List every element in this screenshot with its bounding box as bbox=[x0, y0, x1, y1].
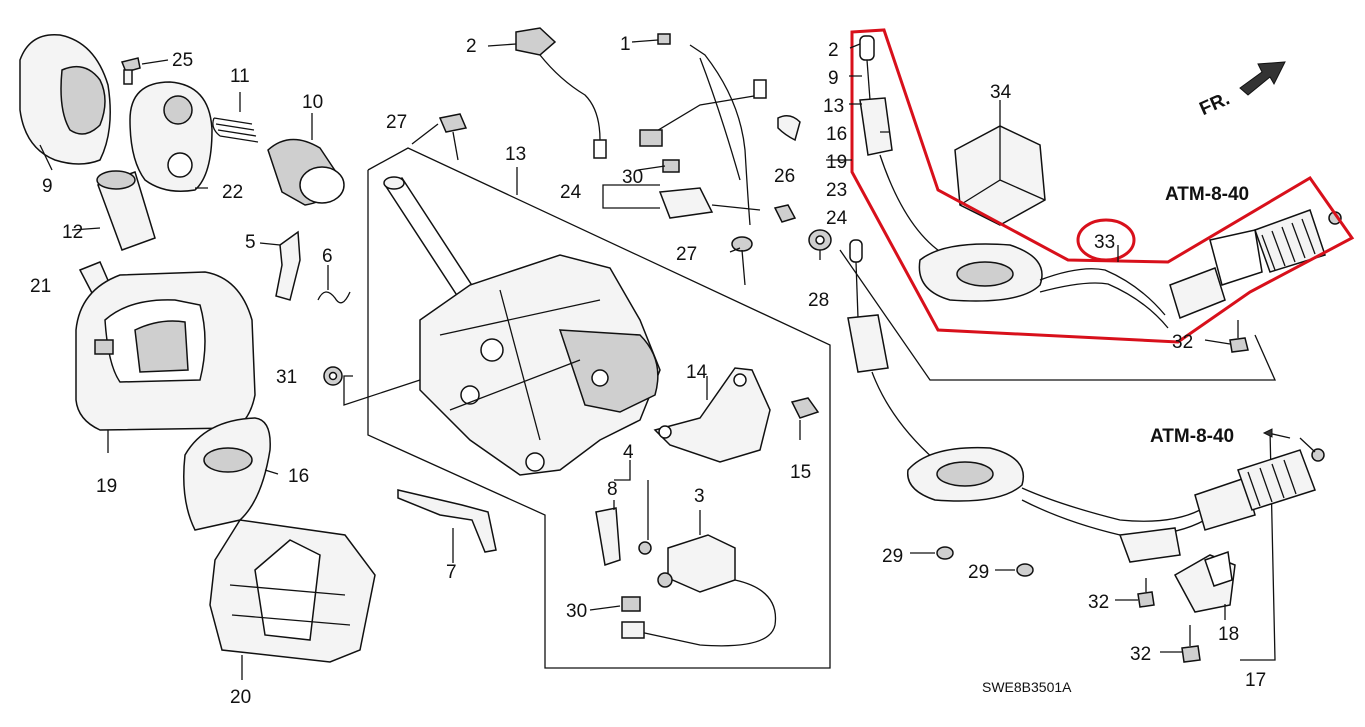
spring-part-6 bbox=[317, 291, 351, 304]
callout-32-middle: 32 bbox=[1088, 592, 1109, 613]
connector-part-30-lower bbox=[621, 596, 645, 639]
bracket-part-14 bbox=[653, 367, 771, 463]
connector-part-1 bbox=[657, 33, 671, 45]
reference-atm-8-40-upper: ATM-8-40 bbox=[1165, 184, 1249, 205]
callout-20: 20 bbox=[230, 687, 251, 708]
callout-8: 8 bbox=[607, 479, 618, 500]
callout-1: 1 bbox=[620, 34, 631, 55]
highlight-outline bbox=[850, 28, 1355, 344]
callout-30-lower: 30 bbox=[566, 601, 587, 622]
upper-shift-cable-part-33 bbox=[859, 35, 1342, 329]
console-panel-part-19 bbox=[75, 271, 256, 431]
front-direction-arrow: FR. bbox=[1196, 61, 1286, 120]
callout-18: 18 bbox=[1218, 624, 1239, 645]
callout-30-upper: 30 bbox=[622, 167, 643, 188]
callout-10: 10 bbox=[302, 92, 323, 113]
callout-16-left: 16 bbox=[288, 466, 309, 487]
callout-32-upper: 32 bbox=[1172, 332, 1193, 353]
reference-atm-8-40-lower: ATM-8-40 bbox=[1150, 426, 1234, 447]
knob-cover-part-22 bbox=[129, 81, 213, 192]
callout-19-left: 19 bbox=[96, 476, 117, 497]
callout-2-top: 2 bbox=[466, 36, 477, 57]
cable-bracket bbox=[1118, 527, 1181, 563]
callout-29-right: 29 bbox=[968, 562, 989, 583]
solenoid-part-3 bbox=[639, 534, 777, 647]
grommet-part-16-top bbox=[777, 115, 801, 142]
nut-part-31 bbox=[323, 366, 343, 386]
shift-knob-part-9 bbox=[19, 33, 111, 165]
nuts-part-29 bbox=[936, 546, 1034, 577]
callout-9-left: 9 bbox=[42, 176, 53, 197]
assembly-frames bbox=[367, 147, 1277, 669]
bolt-part-27-left bbox=[438, 113, 468, 161]
callout-2-right: 2 bbox=[828, 40, 839, 61]
nut-part-28 bbox=[808, 229, 832, 251]
lever-part-7 bbox=[397, 489, 497, 553]
direction-label: FR. bbox=[1196, 88, 1233, 120]
leader-lines bbox=[39, 39, 1316, 680]
bolt-part-27-right bbox=[731, 236, 753, 286]
callout-6: 6 bbox=[322, 246, 333, 267]
shifter-base-assembly bbox=[419, 254, 661, 476]
callout-31: 31 bbox=[276, 367, 297, 388]
screw-part-26 bbox=[773, 204, 797, 223]
diagram-code: SWE8B3501A bbox=[982, 679, 1072, 695]
callout-5: 5 bbox=[245, 232, 256, 253]
callout-15: 15 bbox=[790, 462, 811, 483]
bracket-part-18 bbox=[1173, 550, 1236, 613]
callout-22: 22 bbox=[222, 182, 243, 203]
trim-part-16 bbox=[183, 417, 271, 531]
callout-7: 7 bbox=[446, 562, 457, 583]
shift-lever-part-13 bbox=[383, 176, 477, 302]
box-part-34 bbox=[954, 125, 1046, 226]
callout-27-left: 27 bbox=[386, 112, 407, 133]
callout-13-center: 13 bbox=[505, 144, 526, 165]
callout-34: 34 bbox=[990, 82, 1012, 103]
sensor-part-2-top bbox=[515, 27, 607, 159]
callout-11: 11 bbox=[230, 66, 250, 87]
reference-labels: ATM-8-40 ATM-8-40 bbox=[1150, 184, 1291, 447]
connector-part-30-upper bbox=[662, 159, 680, 173]
callout-27-right: 27 bbox=[676, 244, 697, 265]
callout-21: 21 bbox=[30, 276, 51, 297]
callout-29-left: 29 bbox=[882, 546, 903, 567]
switch-part-8 bbox=[595, 507, 652, 566]
grip-sleeve-part-12 bbox=[96, 170, 156, 251]
callout-24-right: 24 bbox=[826, 208, 848, 229]
callout-32-lower: 32 bbox=[1130, 644, 1151, 665]
screw-part-25 bbox=[120, 57, 141, 85]
harness-part-24 bbox=[639, 44, 767, 226]
bracket-part-5 bbox=[275, 230, 301, 301]
callout-3: 3 bbox=[694, 486, 705, 507]
callout-16-right: 16 bbox=[826, 124, 847, 145]
button-part-10 bbox=[267, 138, 345, 206]
callout-28: 28 bbox=[808, 290, 829, 311]
bolts-part-32 bbox=[1137, 320, 1249, 663]
callout-24-center: 24 bbox=[560, 182, 582, 203]
callout-14: 14 bbox=[686, 362, 708, 383]
callout-25: 25 bbox=[172, 50, 193, 71]
callout-23: 23 bbox=[826, 180, 847, 201]
callout-numbers: 1 2 2 3 4 5 6 7 8 9 9 10 11 12 13 13 14 … bbox=[30, 34, 1266, 708]
callout-12: 12 bbox=[62, 222, 83, 243]
callout-19-right: 19 bbox=[826, 152, 847, 173]
housing-part-20 bbox=[209, 519, 376, 663]
bolt-part-15 bbox=[790, 397, 820, 419]
spring-part-11 bbox=[212, 117, 259, 143]
callout-17: 17 bbox=[1245, 670, 1266, 691]
callout-33: 33 bbox=[1094, 232, 1115, 253]
callout-26: 26 bbox=[774, 166, 795, 187]
lower-shift-cable-part-17 bbox=[847, 239, 1325, 537]
callout-9-right: 9 bbox=[828, 68, 839, 89]
callout-4: 4 bbox=[623, 442, 634, 463]
callout-13-right: 13 bbox=[823, 96, 844, 117]
